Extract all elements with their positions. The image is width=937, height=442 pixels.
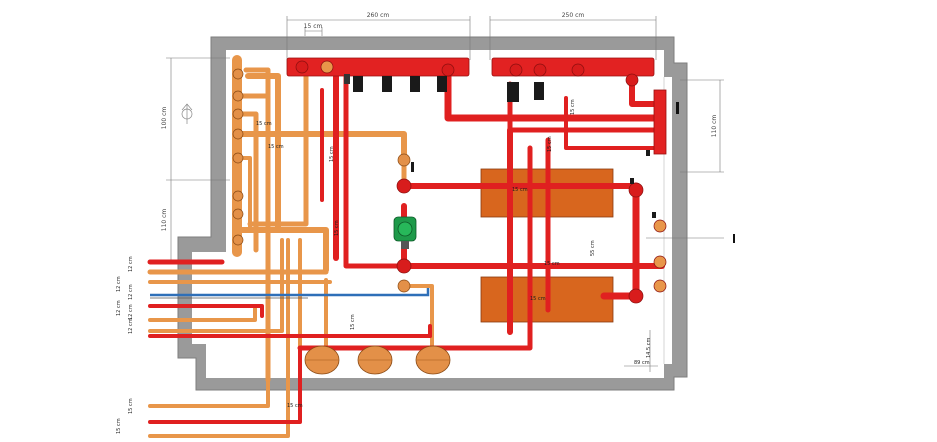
north-arrow-icon — [181, 103, 193, 124]
dim-top-b: 250 cm — [562, 12, 585, 19]
pipe-size-label: 15 cm — [329, 146, 335, 162]
warm-fittings — [232, 62, 411, 293]
pipe-size-label: 15 cm — [350, 314, 356, 330]
valve-group — [344, 74, 656, 218]
pipe-size-label: 15 cm — [570, 99, 576, 115]
pipe-size-label: 15 cm — [334, 220, 340, 236]
dim-right-side: 110 cm — [711, 115, 718, 138]
expansion-tank-icon — [304, 345, 451, 375]
pipe-size-label: 15 cm — [116, 418, 122, 434]
dim-top-a: 260 cm — [367, 12, 390, 19]
pipe-size-label: 12 cm — [116, 300, 122, 316]
pipe-size-label: 55 cm — [590, 240, 596, 256]
pipe-size-label: 14.5 cm — [646, 338, 652, 358]
dim-left-lower: 110 cm — [161, 209, 168, 232]
pipe-size-label: 12 cm — [128, 318, 134, 334]
right-header — [653, 89, 667, 155]
pipe-size-label: 12 cm — [116, 276, 122, 292]
pipe-size-labels: 15 cm 15 cm 15 cm 15 cm 15 cm 15 cm 15 c… — [116, 99, 652, 434]
pipe-size-label: 15 cm — [128, 398, 134, 414]
dimension-lines — [166, 16, 724, 372]
pipe-size-label: 15 cm — [512, 187, 528, 193]
header-fittings — [295, 60, 667, 304]
pipe-size-label: 15 cm — [544, 261, 560, 267]
circulation-pump-icon — [393, 216, 417, 249]
pipe-size-label: 15 cm — [530, 296, 546, 302]
pipe-size-label: 12 cm — [128, 284, 134, 300]
cold-water-pipe — [150, 288, 430, 297]
pipe-size-label: 12 cm — [128, 304, 134, 320]
pipe-size-label: 15 cm — [256, 121, 272, 127]
pipe-size-label: 15 cm — [547, 136, 553, 152]
warm-pipe-network — [147, 55, 434, 438]
section-mark-right — [676, 102, 679, 114]
dim-left-upper: 100 cm — [161, 107, 168, 130]
dim-top-c: 15 cm — [304, 23, 323, 30]
pipe-size-label: 89 cm — [634, 360, 650, 366]
pipe-size-label: 15 cm — [287, 403, 303, 409]
section-mark-far-right — [733, 234, 735, 243]
pipe-size-label: 15 cm — [268, 144, 284, 150]
pipe-size-label: 12 cm — [128, 256, 134, 272]
supply-header — [286, 57, 470, 77]
